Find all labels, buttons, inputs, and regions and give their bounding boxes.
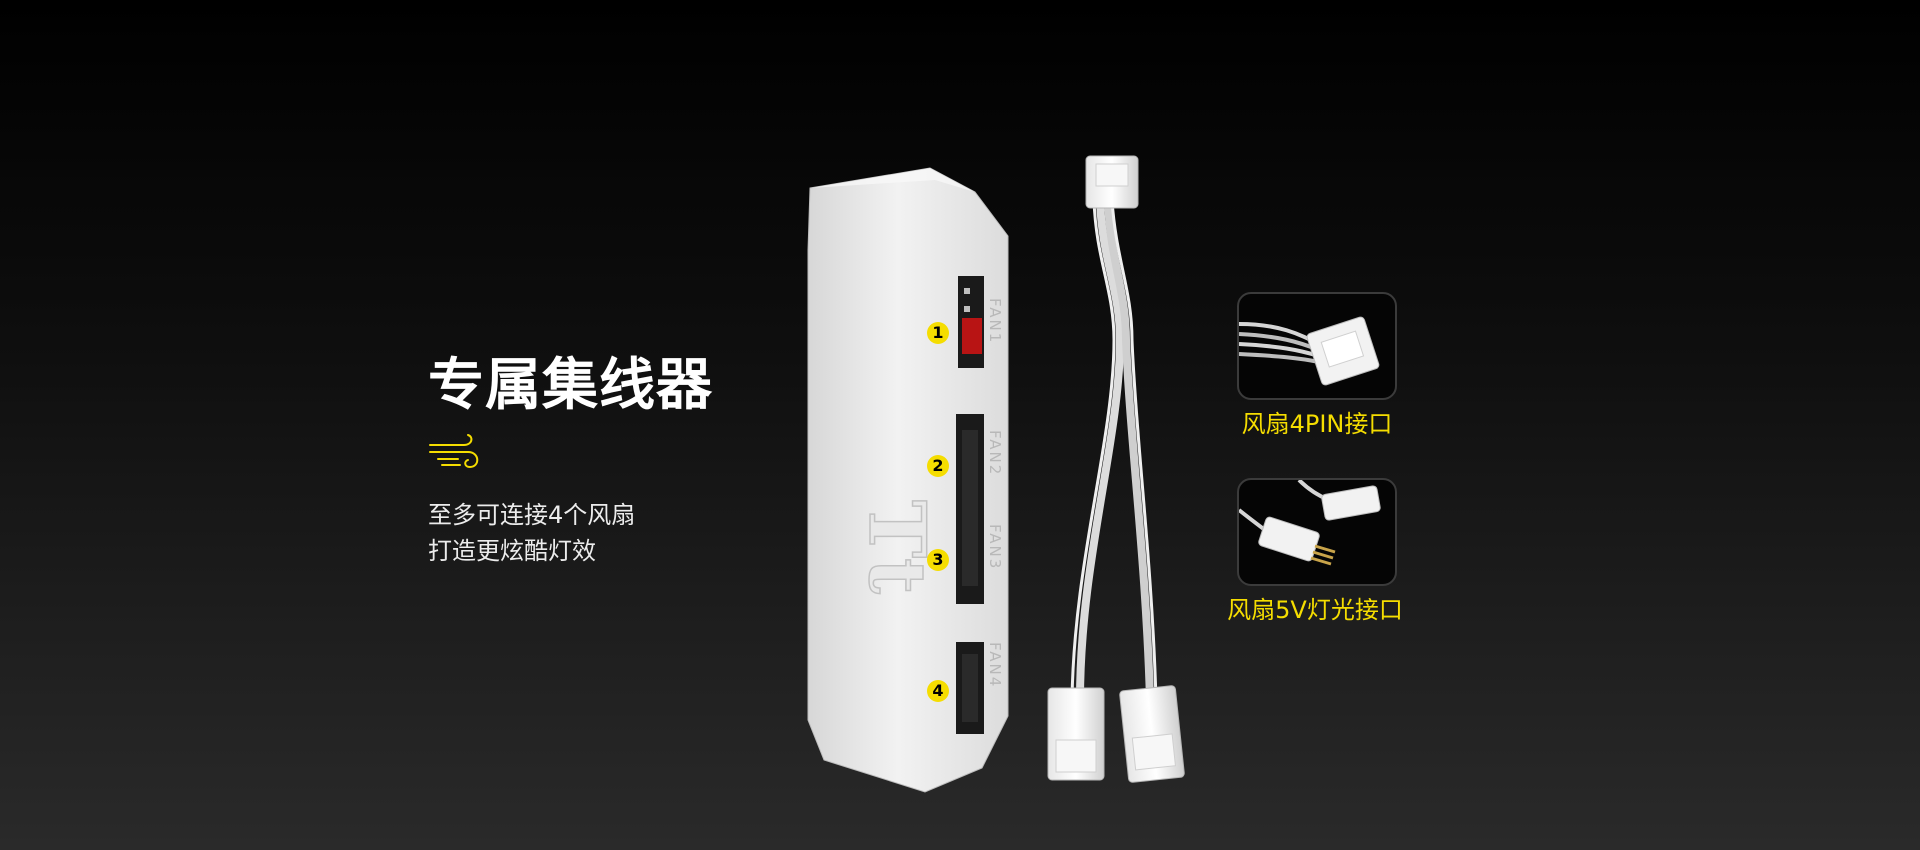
port-label-fan2: FAN2	[986, 430, 1004, 476]
port-badge-2: 2	[927, 455, 949, 477]
callout-4pin-label: 风扇4PIN接口	[1241, 410, 1393, 438]
callout-5v-image	[1237, 478, 1397, 586]
callout-5v-label: 风扇5V灯光接口	[1227, 596, 1403, 624]
page-title: 专属集线器	[428, 353, 713, 418]
callout-4pin-image	[1237, 292, 1397, 400]
hub-logo: Tt	[851, 500, 942, 594]
hub-illustration: Tt FAN1 FAN2 FAN3 FAN4	[807, 155, 1185, 793]
wind-icon	[429, 434, 479, 469]
port-label-fan4: FAN4	[986, 642, 1004, 688]
port-label-fan1: FAN1	[986, 298, 1004, 344]
desc-line-2: 打造更炫酷灯效	[428, 537, 596, 565]
port-badge-4: 4	[927, 680, 949, 702]
port-label-fan3: FAN3	[986, 524, 1004, 570]
port-badge-1: 1	[927, 322, 949, 344]
desc-line-1: 至多可连接4个风扇	[428, 501, 636, 529]
port-badge-3: 3	[927, 549, 949, 571]
splitter-cable	[1070, 196, 1158, 704]
feature-description: 至多可连接4个风扇 打造更炫酷灯效	[428, 497, 635, 569]
